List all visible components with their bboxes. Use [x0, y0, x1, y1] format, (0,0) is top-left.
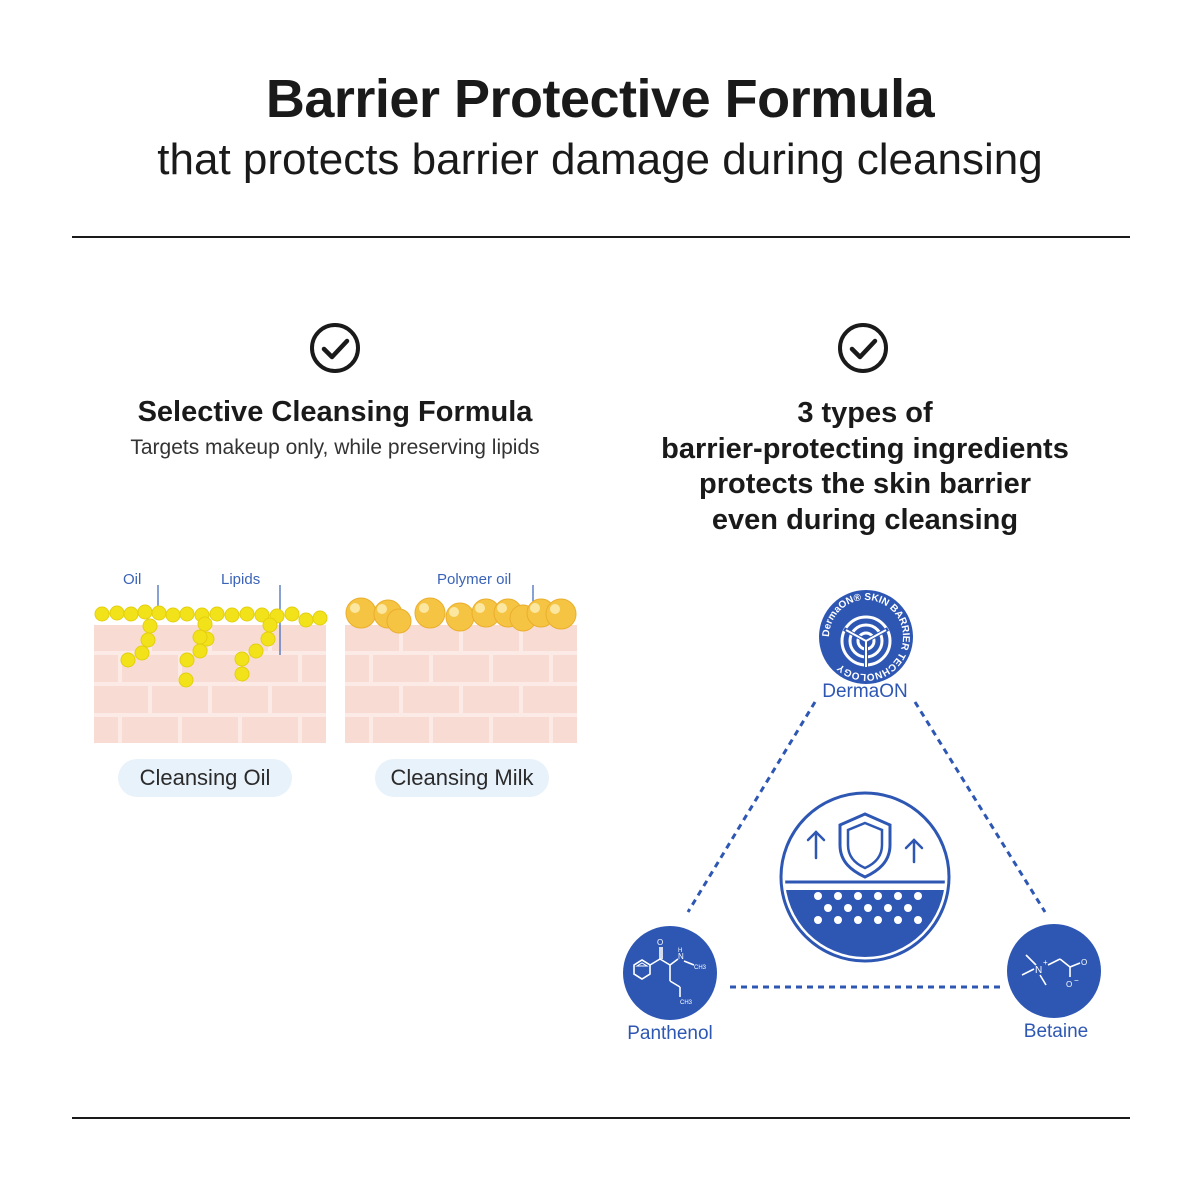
heading-line: even during cleansing [711, 503, 1019, 536]
cleansing-oil-label: Cleansing Oil [118, 759, 292, 797]
heading-line: barrier-protecting ingredients [661, 432, 1069, 465]
page-subtitle: that protects barrier damage during clea… [157, 135, 1043, 184]
barrier-ingredients-heading: 3 types of barrier-protecting ingredient… [610, 396, 1120, 538]
callout-oil: Oil [123, 571, 142, 588]
callout-lipids: Lipids [221, 571, 261, 588]
cleansing-milk-label: Cleansing Milk [375, 759, 549, 797]
skin-barrier-shield-icon [779, 791, 951, 963]
node-label-panthenol: Panthenol [627, 1023, 713, 1044]
ingredient-triangle-connectors [686, 701, 1047, 989]
dermaon-logo-icon: DermaON® SKIN BARRIER TECHNOLOGY [819, 590, 913, 684]
heading-line: protects the skin barrier [699, 468, 1031, 500]
selective-cleansing-description: Targets makeup only, while preserving li… [130, 436, 540, 459]
atom-label: − [1074, 976, 1079, 985]
node-label-dermaon: DermaON [822, 681, 908, 702]
heading-line: 3 types of [797, 397, 933, 429]
atom-label: O [1066, 980, 1072, 989]
cleansing-milk-skin-diagram [345, 585, 577, 743]
node-label-betaine: Betaine [1023, 1021, 1089, 1042]
atom-label: + [1043, 958, 1048, 967]
check-circle-icon [310, 323, 360, 373]
atom-label: H [678, 948, 682, 954]
page-title: Barrier Protective Formula [265, 69, 935, 129]
panthenol-molecule-icon: O N H CH3 CH3 [623, 926, 717, 1020]
betaine-molecule-icon: N + O O − [1007, 924, 1101, 1018]
atom-label: CH3 [680, 1000, 693, 1006]
check-circle-icon [838, 323, 888, 373]
atom-label: N [678, 952, 684, 961]
bottom-divider [72, 1117, 1130, 1119]
atom-label: O [1081, 958, 1087, 967]
atom-label: CH3 [694, 965, 707, 971]
atom-label: O [657, 938, 663, 947]
top-divider [72, 236, 1130, 238]
atom-label: N [1035, 965, 1042, 976]
cleansing-oil-skin-diagram [94, 585, 328, 743]
selective-cleansing-heading: Selective Cleansing Formula [137, 396, 533, 428]
callout-polymer-oil: Polymer oil [437, 571, 512, 588]
